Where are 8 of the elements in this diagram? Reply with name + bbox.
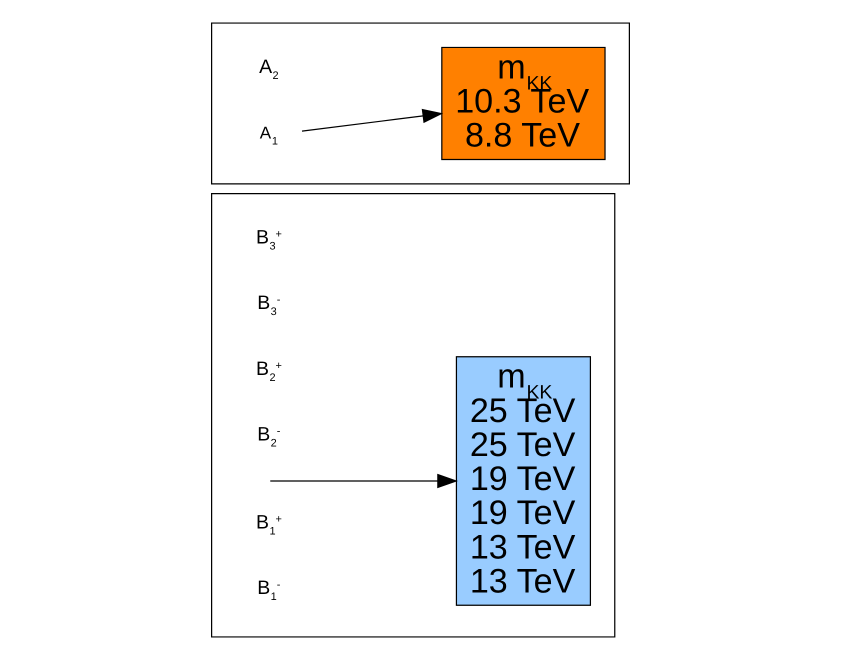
label: A$_{2}$ xyxy=(259,56,279,82)
node-text: A$_{1}$ xyxy=(260,123,278,148)
cluster xyxy=(211,22,630,184)
cluster xyxy=(211,192,616,638)
node-box: m$_{KK}$ 25 TeV 25 TeV 19 TeV 19 TeV 13 TeV 13 TeV xyxy=(456,356,592,606)
node-box: m$_{KK}$ 10.3 TeV 8.8 TeV xyxy=(441,46,606,160)
arrow xyxy=(270,474,458,488)
arrow xyxy=(302,108,444,132)
